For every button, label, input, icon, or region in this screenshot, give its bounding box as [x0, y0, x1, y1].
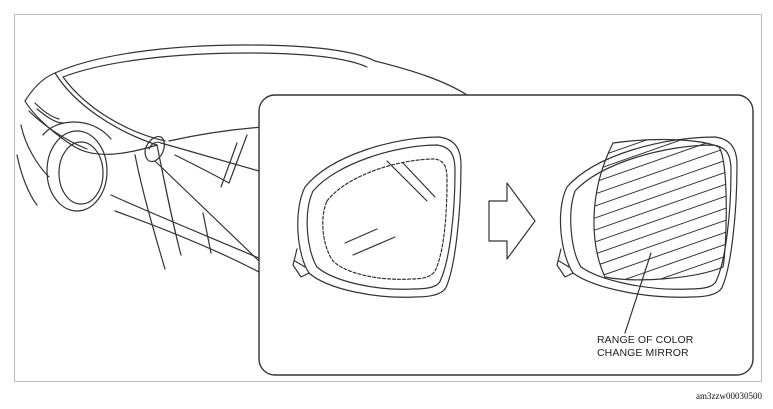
callout-leader: [624, 252, 652, 334]
detail-inset-panel: [258, 94, 754, 376]
diagram-frame: RANGE OF COLOR CHANGE MIRROR: [14, 14, 762, 382]
image-code: am3zzw00030500: [696, 391, 762, 401]
callout-line-1: RANGE OF COLOR: [597, 334, 694, 346]
callout-line-2: CHANGE MIRROR: [597, 347, 689, 359]
mirror-color-change: [556, 136, 738, 298]
leader-line-top: [160, 142, 260, 172]
mirror-normal: [292, 136, 462, 298]
car-illustration: [16, 44, 468, 274]
leader-line-bottom: [154, 160, 260, 262]
arrow-icon: [488, 182, 536, 260]
callout-label: RANGE OF COLOR CHANGE MIRROR: [597, 334, 694, 360]
mirror-diagram: [16, 44, 754, 376]
